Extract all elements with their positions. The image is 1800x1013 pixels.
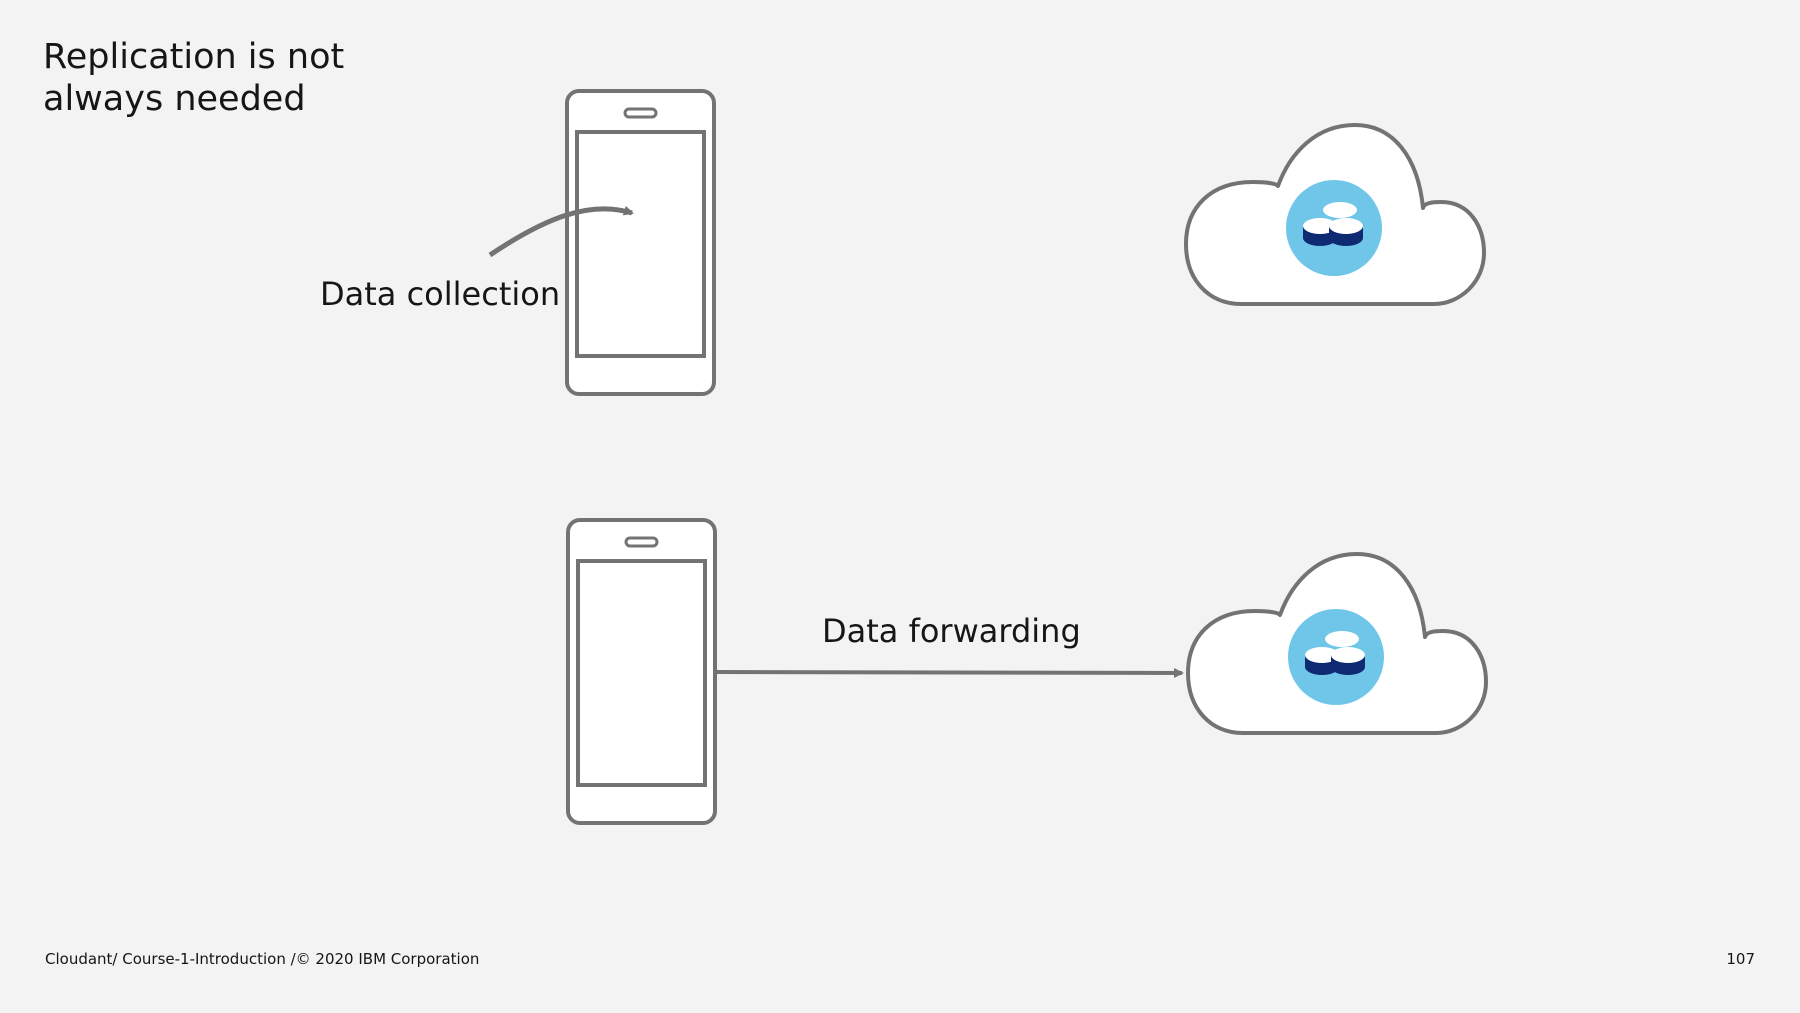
- slide-title-line-2: always needed: [43, 79, 306, 119]
- cloud-database-icon: [1184, 123, 1486, 306]
- page-number: 107: [1726, 950, 1755, 968]
- footer-copyright: Cloudant/ Course-1-Introduction /© 2020 …: [45, 950, 480, 968]
- data-forwarding-label: Data forwarding: [822, 612, 1081, 650]
- smartphone-icon: [566, 518, 717, 825]
- cloud-database-icon: [1186, 552, 1488, 735]
- data-collection-arrow: [488, 205, 634, 258]
- smartphone-icon: [565, 89, 716, 396]
- data-forwarding-arrow: [714, 667, 1184, 678]
- data-collection-label: Data collection: [320, 275, 561, 313]
- slide-title-line-1: Replication is not: [43, 37, 345, 77]
- slide-title: Replication is not always needed: [43, 36, 403, 120]
